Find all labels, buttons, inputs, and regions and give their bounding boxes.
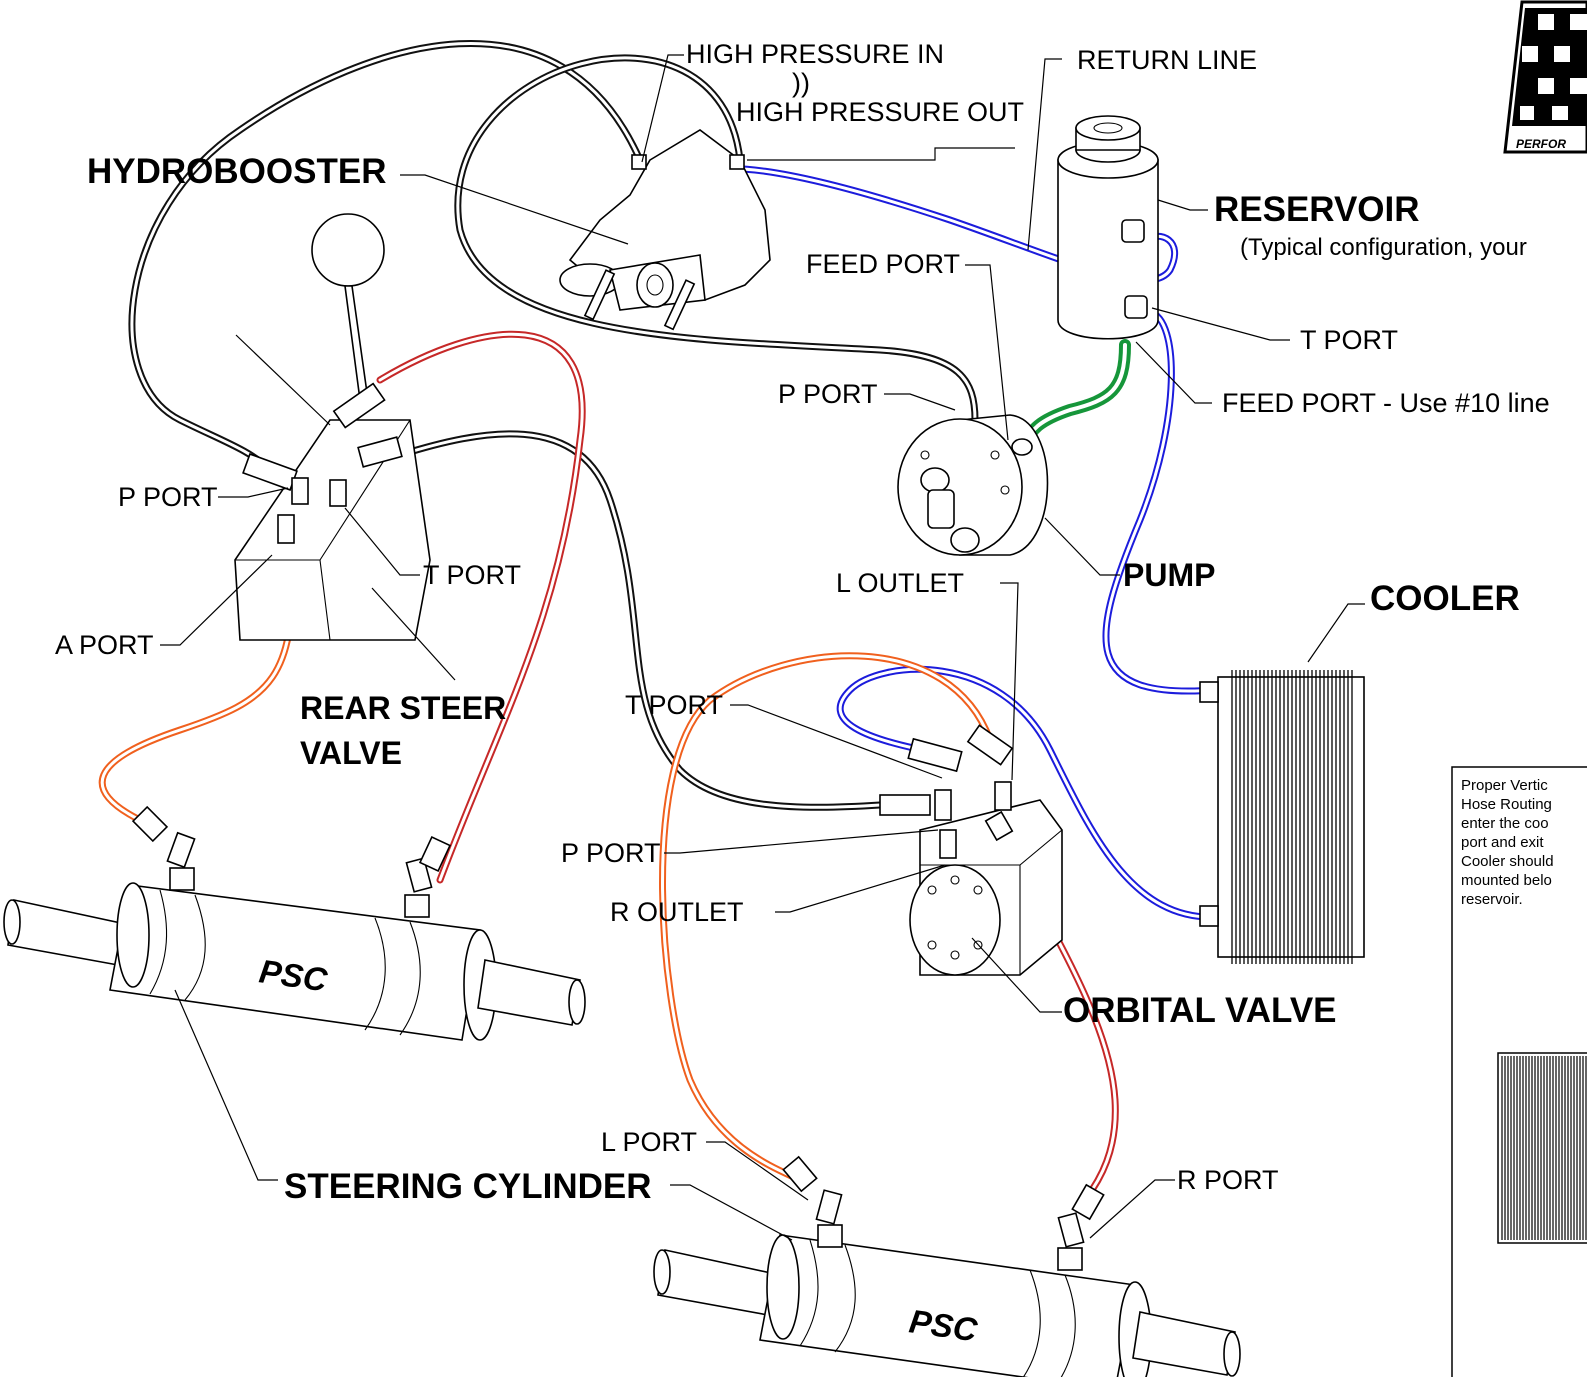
inset-note-line: port and exit xyxy=(1461,834,1544,851)
logo-text: PERFOR xyxy=(1516,137,1566,151)
black-hose-hydro-to-rear xyxy=(128,40,644,474)
high-pressure-in-label: HIGH PRESSURE IN xyxy=(686,39,944,69)
inset-note-line: mounted belo xyxy=(1461,872,1552,889)
rear-steer-label-2: VALVE xyxy=(300,735,402,771)
reservoir-note: (Typical configuration, your xyxy=(1240,234,1527,261)
rear-a-port-label: A PORT xyxy=(55,630,154,660)
rear-t-port-label: T PORT xyxy=(423,560,521,590)
orbital-valve xyxy=(879,724,1063,976)
reservoir-feed-port-label: FEED PORT xyxy=(806,249,960,279)
inset-note-line: reservoir. xyxy=(1461,891,1523,908)
hydrobooster-label: HYDROBOOSTER xyxy=(87,152,386,191)
inset-note-line: enter the coo xyxy=(1461,815,1549,832)
inset-note-line: Hose Routing xyxy=(1461,796,1552,813)
orbital-valve-label: ORBITAL VALVE xyxy=(1063,991,1337,1030)
inset-note-box: Proper Vertic Hose Routing enter the coo… xyxy=(1451,766,1587,1382)
pump-p-port-label: P PORT xyxy=(778,379,878,409)
feed-port-line-label: FEED PORT - Use #10 line xyxy=(1222,388,1550,418)
orbital-l-outlet-label: L OUTLET xyxy=(836,568,964,598)
psc-cylinder-bottom: PSC xyxy=(653,1155,1241,1382)
cyl-r-port-label: R PORT xyxy=(1177,1165,1279,1195)
reservoir-tank xyxy=(1057,115,1159,340)
steering-cylinder-label: STEERING CYLINDER xyxy=(284,1167,652,1206)
inset-cooler xyxy=(1497,1052,1587,1244)
cooler-label: COOLER xyxy=(1370,579,1520,618)
leader-lines xyxy=(160,54,1365,1241)
hydrobooster-unit xyxy=(559,129,771,331)
rear-p-port-label: P PORT xyxy=(118,482,218,512)
pump-unit xyxy=(897,414,1049,556)
inset-note-line: Proper Vertic xyxy=(1461,777,1548,794)
pump-label: PUMP xyxy=(1123,557,1215,593)
orbital-t-port-label: T PORT xyxy=(625,690,723,720)
checkered-flag-logo: PERFOR xyxy=(1503,0,1587,154)
return-line-label: RETURN LINE xyxy=(1077,45,1257,75)
inset-note-line: Cooler should xyxy=(1461,853,1554,870)
labels: HIGH PRESSURE IN )) HIGH PRESSURE OUT RE… xyxy=(55,39,1550,1206)
hp-marks: )) xyxy=(792,68,810,98)
rear-steer-valve xyxy=(234,213,431,641)
psc-cylinder-left: PSC xyxy=(3,805,586,1041)
orbital-p-port-label: P PORT xyxy=(561,838,661,868)
reservoir-label: RESERVOIR xyxy=(1214,190,1420,229)
reservoir-t-port-label: T PORT xyxy=(1300,325,1398,355)
high-pressure-out-label: HIGH PRESSURE OUT xyxy=(736,97,1024,127)
cooler-core xyxy=(1199,670,1365,964)
orbital-r-outlet-label: R OUTLET xyxy=(610,897,744,927)
black-hose-rear-to-orbital xyxy=(396,430,884,811)
rear-steer-label-1: REAR STEER xyxy=(300,690,506,726)
cyl-l-port-label: L PORT xyxy=(601,1127,697,1157)
